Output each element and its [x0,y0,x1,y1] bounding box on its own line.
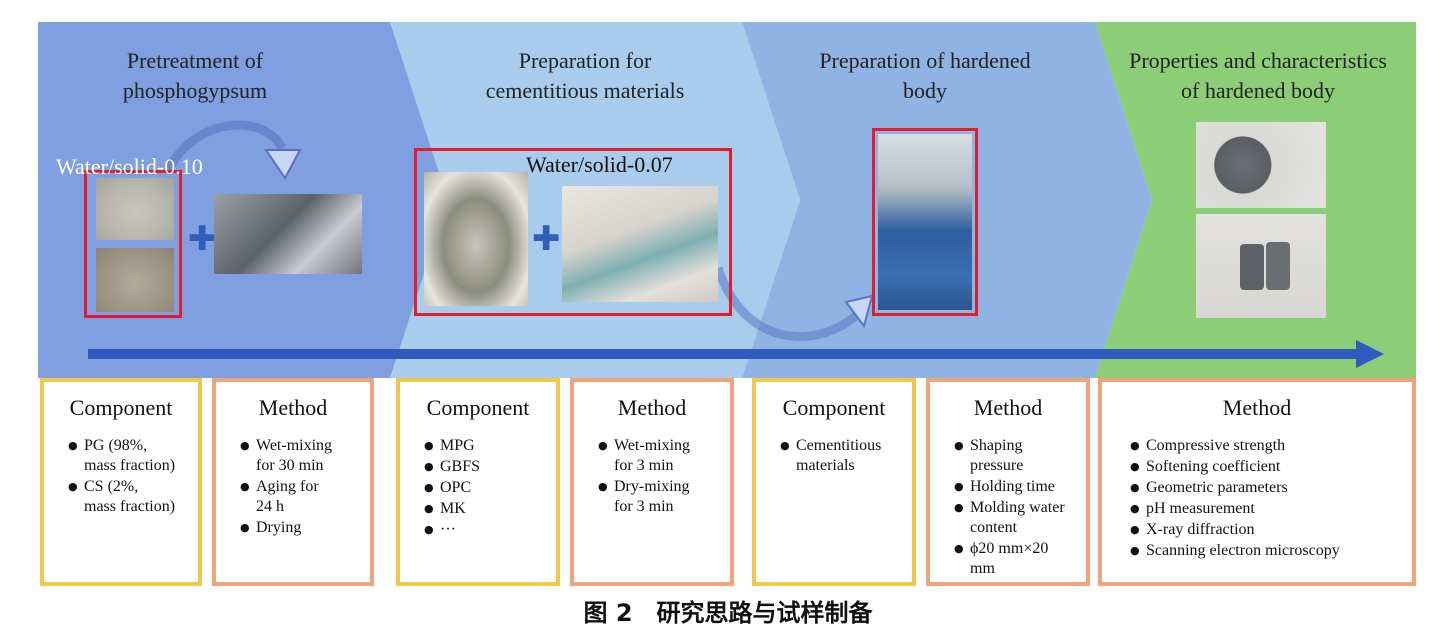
figure-caption: 图 2 研究思路与试样制备 [583,599,873,627]
card-stage-1-method: Method Wet-mixing for 30 min Aging for 2… [212,378,374,586]
card-stage-2-component: Component MPG GBFS OPC MK ··· [396,378,560,586]
list-item: Drying [240,518,360,538]
mixing-machine-photo [214,194,362,274]
specimens-top-photo [1196,122,1326,208]
list-item: Holding time [954,477,1076,497]
stage-1-water-solid-ratio: Water/solid-0.10 [56,154,203,179]
card-item-list: Shaping pressure Holding time Molding wa… [940,436,1076,579]
specimen-cylinder-right [1266,242,1290,290]
stage-2-water-solid-ratio: Water/solid-0.07 [526,152,673,177]
card-item-list: Compressive strength Softening coefficie… [1112,436,1402,561]
card-title: Component [69,395,173,420]
card-item-list: MPG GBFS OPC MK ··· [410,436,546,540]
list-item: CS (2%, mass fraction) [68,477,188,517]
card-item-list: Wet-mixing for 30 min Aging for 24 h Dry… [226,436,360,538]
list-item: pH measurement [1130,499,1402,519]
specimen-cylinder-left [1240,244,1264,290]
list-item: Aging for 24 h [240,477,360,517]
list-item: Compressive strength [1130,436,1402,456]
stage-4-title: Properties and characteristics of harden… [1129,48,1387,103]
curve-arrow-2-head [844,294,874,329]
phosphogypsum-photo [96,178,174,240]
list-item: ϕ20 mm×20 mm [954,539,1076,579]
list-item: PG (98%, mass fraction) [68,436,188,476]
list-item: MK [424,499,546,519]
list-item: Cementitious materials [780,436,902,476]
curve-arrow-1 [163,120,286,174]
stage-1-raw-materials-frame [84,170,182,318]
curve-arrow-1-head [264,149,302,180]
card-title: Method [258,395,328,420]
stage-3-press-frame [872,128,978,316]
card-item-list: PG (98%, mass fraction) CS (2%, mass fra… [54,436,188,517]
list-item: GBFS [424,457,546,477]
card-stage-2-method: Method Wet-mixing for 3 min Dry-mixing f… [570,378,734,586]
card-item-list: Cementitious materials [766,436,902,476]
calcium-source-photo [96,248,174,312]
list-item: Geometric parameters [1130,478,1402,498]
list-item: Wet-mixing for 30 min [240,436,360,476]
card-stage-3-component: Component Cementitious materials [752,378,916,586]
card-stage-3-method: Method Shaping pressure Holding time Mol… [926,378,1090,586]
hand-mixer-photo [562,186,718,302]
hydraulic-press-photo [878,134,972,310]
list-item: Molding water content [954,498,1076,538]
list-item: Scanning electron microscopy [1130,541,1402,561]
card-stage-4-method: Method Compressive strength Softening co… [1098,378,1416,586]
card-title: Method [617,395,687,420]
stage-1-title: Pretreatment of phosphogypsum [122,48,268,103]
list-item: Dry-mixing for 3 min [598,477,720,517]
card-title: Component [782,395,886,420]
card-item-list: Wet-mixing for 3 min Dry-mixing for 3 mi… [584,436,720,517]
list-item: MPG [424,436,546,456]
binder-powder-photo [424,172,528,306]
card-title: Component [426,395,530,420]
timeline-arrow-head [1356,340,1384,368]
specimens-side-photo [1196,214,1326,318]
stage-1-plus-icon: ✚ [188,219,217,259]
list-item: Shaping pressure [954,436,1076,476]
list-item: Wet-mixing for 3 min [598,436,720,476]
stage-2-title: Preparation for cementitious materials [485,48,685,103]
list-item: Softening coefficient [1130,457,1402,477]
card-stage-1-component: Component PG (98%, mass fraction) CS (2%… [40,378,202,586]
list-item: ··· [424,520,546,540]
stage-3-title: Preparation of hardened body [819,48,1031,103]
card-title: Method [1222,395,1292,420]
card-title: Method [973,395,1043,420]
list-item: X-ray diffraction [1130,520,1402,540]
stage-2-plus-icon: ✚ [532,219,561,259]
stage-2-mixing-frame [414,148,732,316]
list-item: OPC [424,478,546,498]
